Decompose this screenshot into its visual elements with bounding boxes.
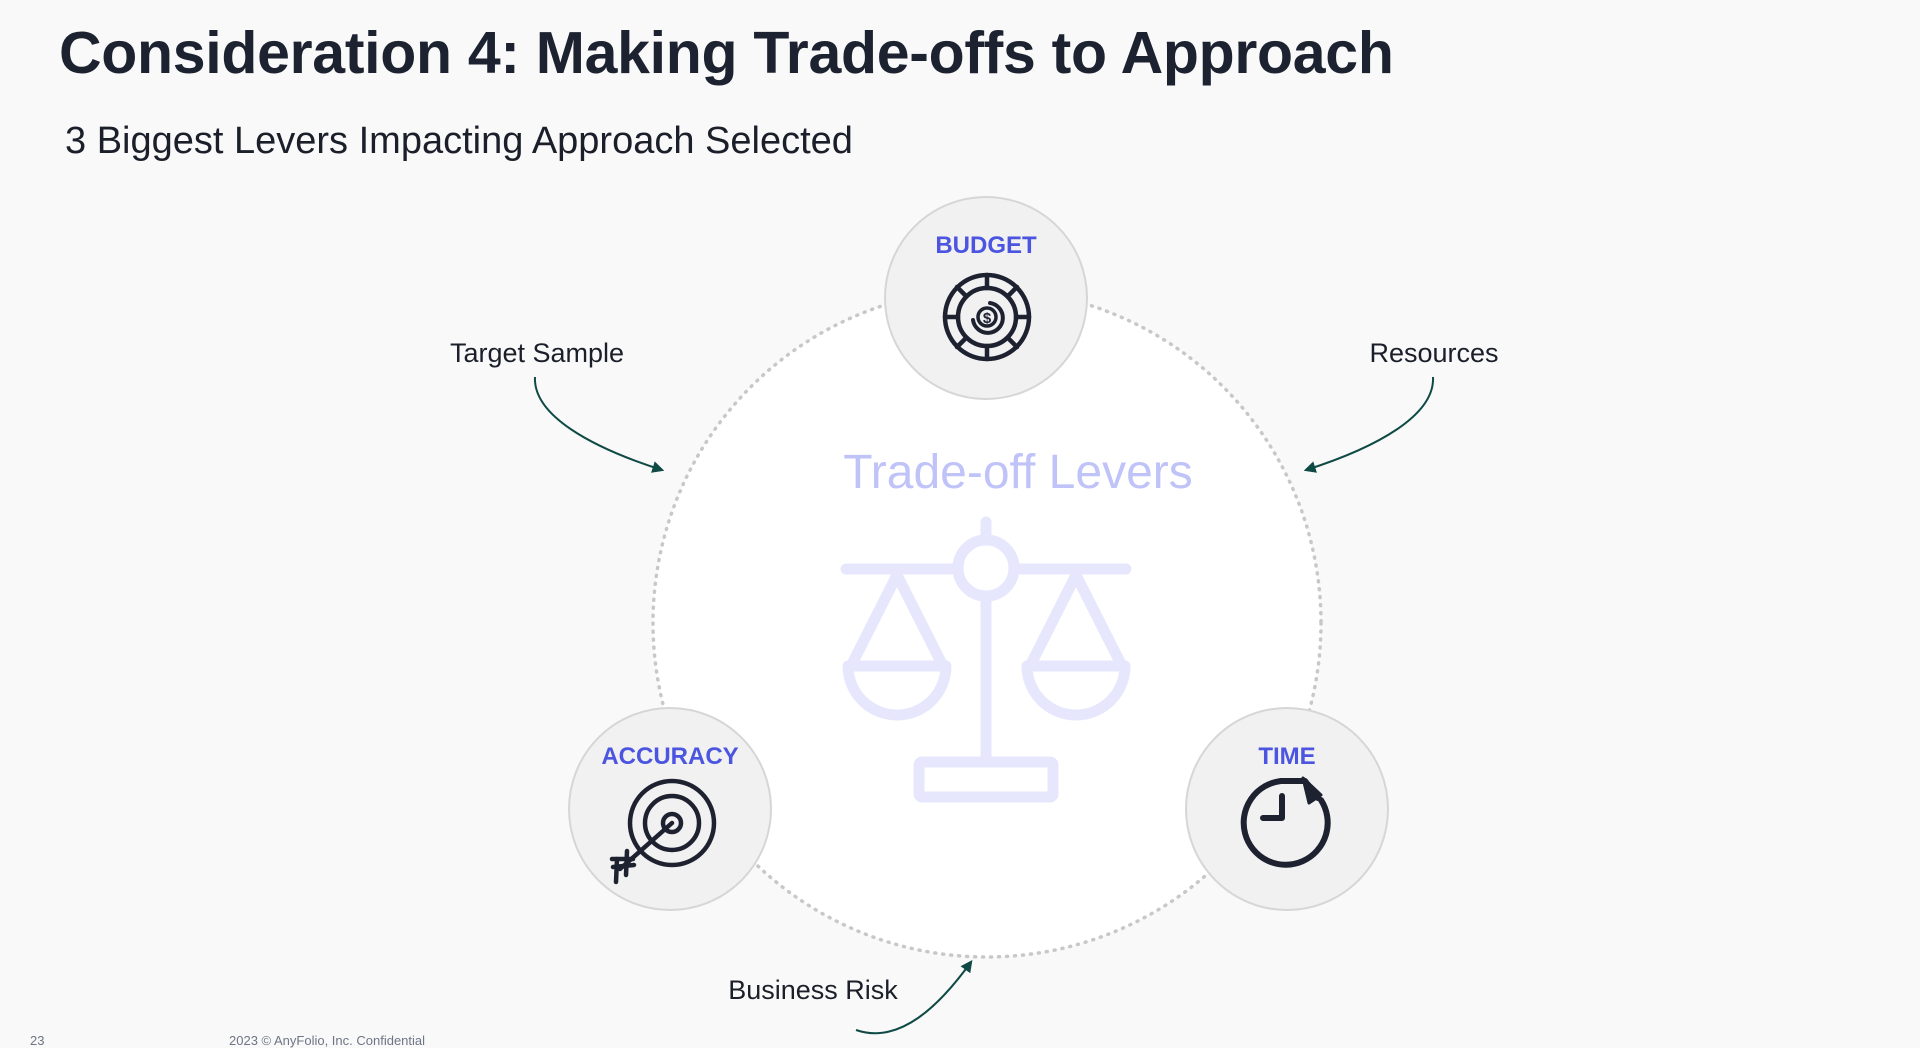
- dollar-glyph: $: [983, 310, 992, 327]
- clock-refresh-icon: [1240, 776, 1331, 868]
- lever-label-accuracy: ACCURACY: [601, 743, 738, 770]
- slide-title: Consideration 4: Making Trade-offs to Ap…: [59, 20, 1394, 86]
- center-label: Trade-off Levers: [843, 446, 1193, 499]
- balance-scale-icon: [840, 516, 1132, 803]
- resources-arrow: [1303, 376, 1435, 473]
- target-sample-arrow: [533, 376, 665, 473]
- coin-dollar-icon: [942, 272, 1032, 362]
- business-risk-arrow: [855, 960, 973, 1035]
- lever-node-time: TIME: [1185, 707, 1389, 911]
- copyright-notice: 2023 © AnyFolio, Inc. Confidential: [229, 1033, 426, 1048]
- slide-subtitle: 3 Biggest Levers Impacting Approach Sele…: [65, 120, 853, 162]
- lever-label-budget: BUDGET: [935, 232, 1037, 259]
- lever-label-time: TIME: [1258, 743, 1315, 770]
- factor-resources: Resources: [1369, 338, 1498, 368]
- target-arrow-icon: [609, 778, 717, 885]
- lever-node-accuracy: ACCURACY: [568, 707, 772, 911]
- factor-target-sample: Target Sample: [450, 338, 624, 368]
- page-number: 23: [30, 1033, 45, 1048]
- lever-node-budget: BUDGET $: [884, 196, 1088, 400]
- factor-business-risk: Business Risk: [728, 975, 898, 1005]
